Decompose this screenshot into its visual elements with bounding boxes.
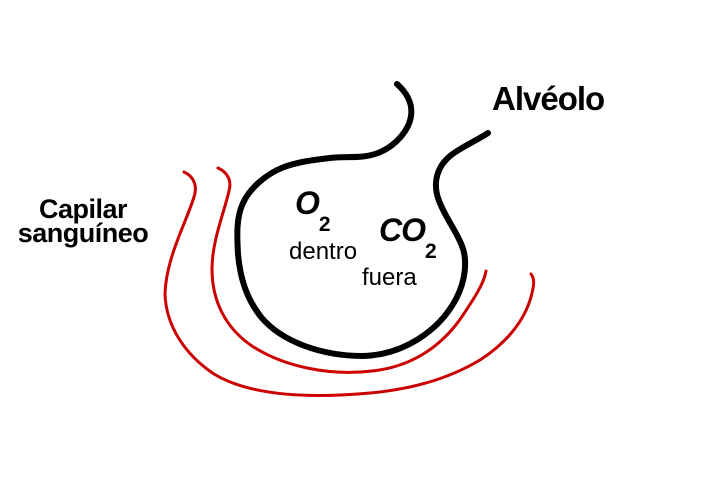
co2-subscript: 2: [425, 240, 437, 263]
capillary-outer-wall-curve: [163, 170, 536, 397]
oxygen-direction-label: dentro: [289, 238, 358, 265]
capillary-label: Capilar sanguíneo: [6, 194, 160, 248]
oxygen-symbol: O: [295, 185, 320, 221]
alveolus-outline-curve: [234, 81, 491, 359]
capillary-inner-wall-curve: [210, 166, 488, 374]
co2-symbol: CO: [379, 212, 426, 248]
capillary-label-line1: Capilar: [38, 194, 128, 224]
oxygen-formula-label: O2: [295, 187, 331, 235]
co2-direction-label: fuera: [362, 264, 417, 291]
alveolus-label: Alvéolo: [492, 80, 605, 117]
oxygen-subscript: 2: [318, 213, 331, 236]
co2-formula-label: CO2: [379, 214, 437, 262]
capillary-label-line2: sanguíneo: [17, 218, 149, 248]
